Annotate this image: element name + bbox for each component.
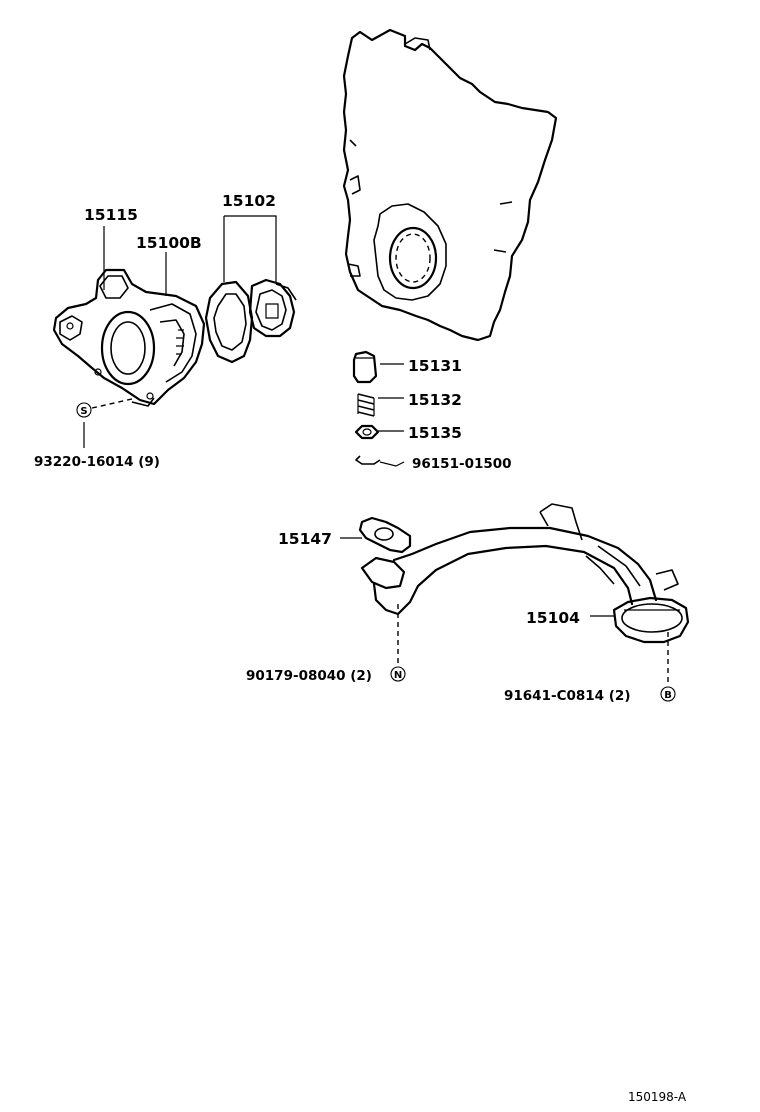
- relief-valve-retainer-15135: [354, 424, 380, 440]
- label-96151-01500: 96151-01500: [412, 456, 512, 472]
- label-15131: 15131: [408, 357, 462, 375]
- marker-s: S: [76, 402, 92, 418]
- label-91641-c0814: 91641-C0814 (2): [504, 688, 630, 704]
- oil-strainer-15104: [360, 503, 690, 644]
- label-93220-16014: 93220-16014 (9): [34, 454, 160, 470]
- label-15115: 15115: [84, 206, 138, 224]
- relief-valve-part-15131: [352, 350, 378, 384]
- svg-text:S: S: [80, 406, 87, 417]
- label-90179-08040: 90179-08040 (2): [246, 668, 372, 684]
- label-15135: 15135: [408, 424, 462, 442]
- svg-text:B: B: [664, 690, 672, 701]
- oil-pump-rotor-set: [204, 278, 297, 364]
- label-15104: 15104: [526, 609, 580, 627]
- oil-pump-body: [52, 268, 206, 407]
- engine-block-outline: [342, 28, 558, 342]
- strainer-gasket-15147: [358, 516, 412, 554]
- snap-ring-96151: [355, 455, 381, 465]
- marker-n: N: [390, 666, 406, 682]
- svg-text:N: N: [394, 670, 402, 681]
- marker-b: B: [660, 686, 676, 702]
- leader-lines: [83, 215, 669, 686]
- relief-valve-spring-15132: [357, 393, 375, 417]
- label-15132: 15132: [408, 391, 462, 409]
- label-15102: 15102: [222, 192, 276, 210]
- label-15100b: 15100B: [136, 234, 202, 252]
- label-15147: 15147: [278, 530, 332, 548]
- figure-code: 150198-A: [628, 1090, 687, 1104]
